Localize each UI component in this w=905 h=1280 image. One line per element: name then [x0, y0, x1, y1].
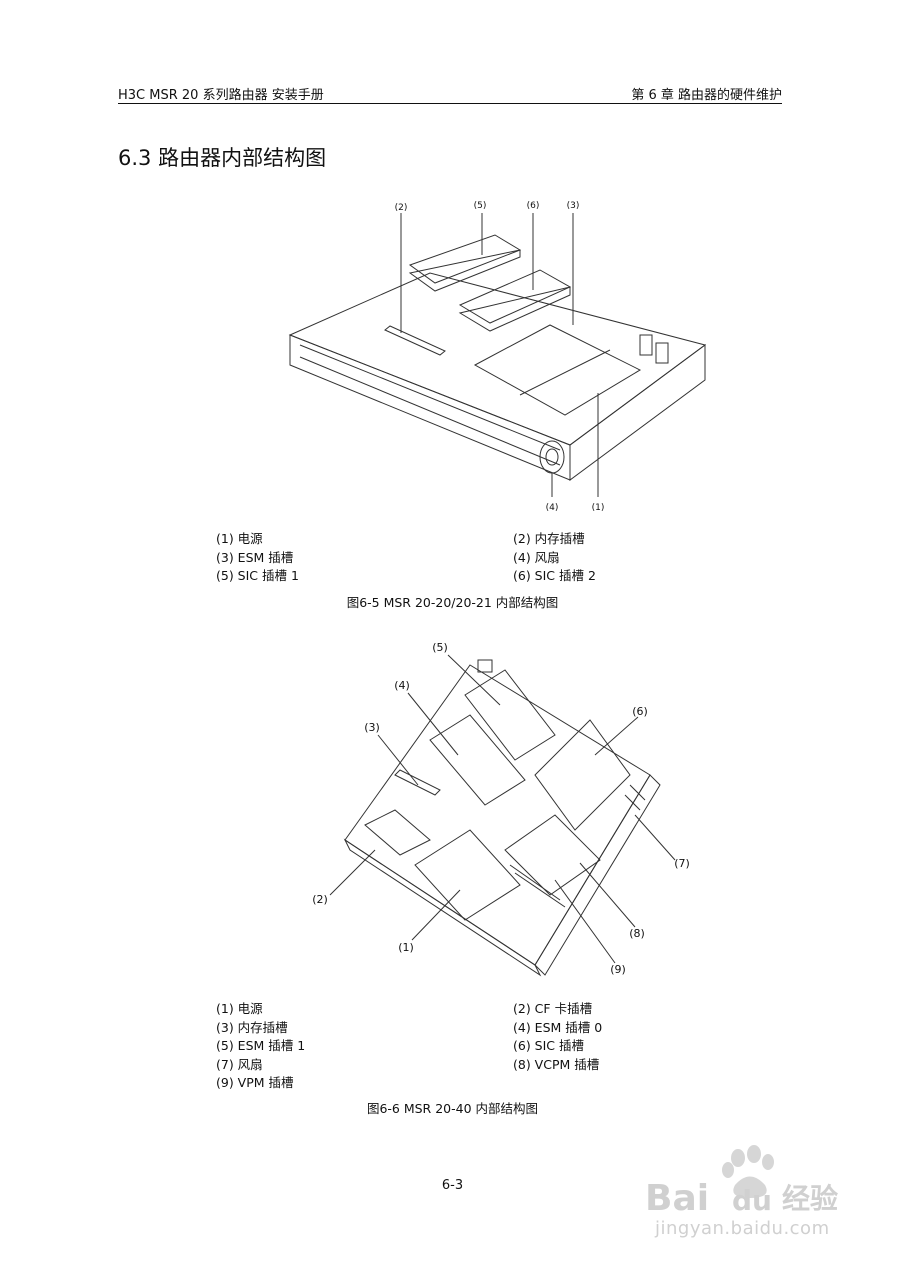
header-title-right: 第 6 章 路由器的硬件维护 — [631, 88, 782, 103]
section-title: 6.3 路由器内部结构图 — [118, 146, 327, 170]
legend-item: (3) 内存插槽 — [216, 1019, 288, 1035]
legend-item: (2) CF 卡插槽 — [513, 1001, 593, 1016]
svg-text:Bai: Bai — [645, 1178, 709, 1219]
figure-msr2020-diagram: (2) (5) (6) (3) (4) (1) — [288, 201, 707, 513]
figure-msr2040-diagram: (5) (4) (3) (6) (2) (7) (8) (1) (9) — [312, 641, 690, 977]
legend-item: (1) 电源 — [216, 531, 263, 546]
fig2-callout-4: (4) — [394, 679, 410, 692]
fig2-callout-9: (9) — [610, 963, 626, 976]
legend-item: (6) SIC 插槽 — [513, 1038, 585, 1053]
fig1-callout-4: (4) — [546, 503, 559, 513]
watermark-url: jingyan.baidu.com — [655, 1218, 830, 1239]
fig2-callout-5: (5) — [432, 641, 448, 654]
fig1-callout-5: (5) — [474, 201, 487, 211]
fig1-callout-2: (2) — [395, 203, 408, 213]
fig2-callout-6: (6) — [632, 705, 648, 718]
fig1-callout-6: (6) — [527, 201, 540, 211]
fig2-callout-1: (1) — [398, 941, 414, 954]
chassis-top — [344, 664, 651, 966]
page-number: 6-3 — [441, 1178, 464, 1193]
fig2-callout-3: (3) — [364, 721, 380, 734]
header-rule — [118, 103, 782, 104]
chassis-front — [289, 334, 571, 481]
legend-item: (6) SIC 插槽 2 — [513, 568, 596, 583]
legend-item: (1) 电源 — [216, 1001, 263, 1016]
fig2-callout-7: (7) — [674, 857, 690, 870]
legend-item: (3) ESM 插槽 — [216, 549, 294, 565]
legend-item: (7) 风扇 — [216, 1056, 263, 1072]
chassis-front — [343, 838, 542, 977]
figure2-caption: 图6-6 MSR 20-40 内部结构图 — [366, 1101, 539, 1116]
fig1-callout-3: (3) — [567, 201, 580, 211]
svg-text:经验: 经验 — [782, 1182, 838, 1215]
legend-item: (4) 风扇 — [513, 549, 560, 565]
legend-item: (5) ESM 插槽 1 — [216, 1038, 306, 1053]
header-title-left: H3C MSR 20 系列路由器 安装手册 — [118, 88, 324, 103]
chassis-side — [534, 774, 661, 976]
chassis-side — [569, 344, 706, 481]
legend-item: (9) VPM 插槽 — [216, 1075, 294, 1090]
svg-text:du: du — [732, 1184, 772, 1217]
figure1-caption: 图6-5 MSR 20-20/20-21 内部结构图 — [346, 595, 559, 610]
legend-item: (8) VCPM 插槽 — [513, 1056, 600, 1072]
fig2-callout-2: (2) — [312, 893, 328, 906]
figure1-legend: (1) 电源 (2) 内存插槽 (3) ESM 插槽 (4) 风扇 (5) SI… — [216, 530, 616, 590]
legend-item: (2) 内存插槽 — [513, 531, 585, 546]
legend-item: (4) ESM 插槽 0 — [513, 1019, 603, 1035]
fig1-callout-1: (1) — [592, 503, 605, 513]
baidu-watermark-logo: Bai du 经验 — [645, 1145, 838, 1219]
fig2-callout-8: (8) — [629, 927, 645, 940]
figure2-legend: (1) 电源 (2) CF 卡插槽 (3) 内存插槽 (4) ESM 插槽 0 … — [216, 1000, 616, 1095]
legend-item: (5) SIC 插槽 1 — [216, 568, 299, 583]
